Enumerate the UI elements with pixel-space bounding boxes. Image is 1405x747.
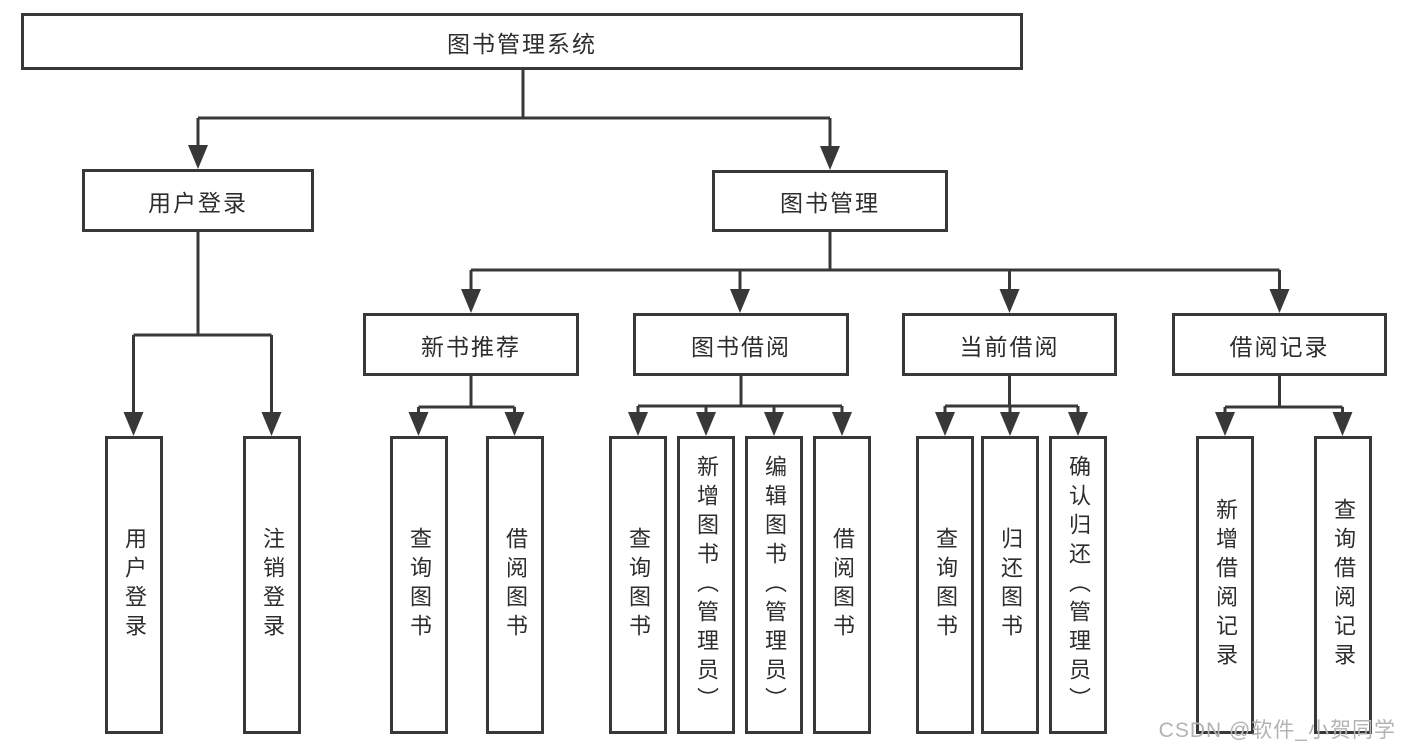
leaf-label: 借阅图书 (830, 527, 855, 643)
node-label: 用户登录 (148, 189, 248, 216)
leaf-borrow-add-books-admin: 新增图书（管理员） (677, 436, 735, 734)
node-label: 图书管理系统 (447, 30, 597, 57)
node-label: 借阅记录 (1229, 333, 1330, 360)
leaf-logout: 注销登录 (243, 436, 301, 734)
arrowheads (123, 145, 1353, 436)
csdn-watermark: CSDN @软件_小贺同学 (1158, 719, 1396, 742)
leaf-label: 借阅图书 (503, 527, 528, 643)
node-library-management-system: 图书管理系统 (21, 13, 1023, 70)
leaf-label: 新增图书（管理员） (694, 454, 719, 716)
leaf-label: 确认归还（管理员） (1066, 454, 1091, 716)
leaf-recommend-query-books: 查询图书 (390, 436, 448, 734)
leaf-label: 查询图书 (626, 527, 651, 643)
leaf-current-query-books: 查询图书 (916, 436, 974, 734)
leaf-borrow-query-books: 查询图书 (609, 436, 667, 734)
node-label: 图书借阅 (691, 333, 791, 360)
leaf-recommend-borrow-books: 借阅图书 (486, 436, 544, 734)
leaf-label: 新增借阅记录 (1213, 498, 1238, 672)
node-label: 新书推荐 (421, 333, 521, 360)
leaf-borrow-borrow-books: 借阅图书 (813, 436, 871, 734)
leaf-label: 编辑图书（管理员） (762, 454, 787, 716)
leaf-label: 查询图书 (407, 527, 432, 643)
node-book-borrow: 图书借阅 (633, 313, 849, 376)
leaf-label: 用户登录 (122, 527, 147, 643)
leaf-current-return-books: 归还图书 (981, 436, 1039, 734)
node-current-borrow: 当前借阅 (902, 313, 1117, 376)
leaf-current-confirm-return-admin: 确认归还（管理员） (1049, 436, 1107, 734)
leaf-label: 查询借阅记录 (1331, 498, 1356, 672)
node-book-management: 图书管理 (712, 170, 948, 232)
node-label: 当前借阅 (959, 333, 1060, 360)
leaf-records-query-record: 查询借阅记录 (1314, 436, 1372, 734)
leaf-label: 归还图书 (998, 527, 1023, 643)
node-new-book-recommend: 新书推荐 (363, 313, 579, 376)
leaf-user-login: 用户登录 (105, 436, 163, 734)
leaf-label: 查询图书 (933, 527, 958, 643)
node-user-login: 用户登录 (82, 169, 314, 232)
node-label: 图书管理 (780, 190, 880, 216)
leaf-records-add-record: 新增借阅记录 (1196, 436, 1254, 734)
leaf-label: 注销登录 (260, 527, 285, 643)
leaf-borrow-edit-books-admin: 编辑图书（管理员） (745, 436, 803, 734)
node-borrow-records: 借阅记录 (1172, 313, 1387, 376)
